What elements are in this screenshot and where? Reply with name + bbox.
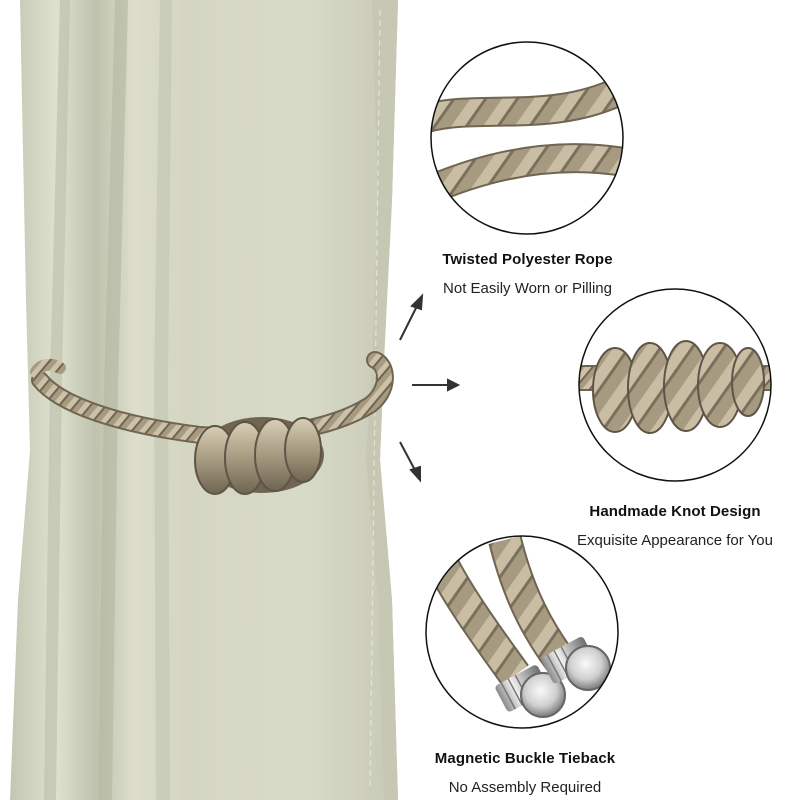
feature-caption-3: Magnetic Buckle Tieback No Assembly Requ… bbox=[410, 750, 640, 796]
arrow-up-right-icon bbox=[399, 293, 424, 341]
knot-closeup bbox=[578, 288, 772, 482]
rope-tieback bbox=[30, 351, 394, 495]
feature-title: Magnetic Buckle Tieback bbox=[434, 750, 616, 767]
feature-subtitle: Not Easily Worn or Pilling bbox=[443, 280, 612, 297]
arrow-down-right-icon bbox=[399, 441, 421, 483]
feature-title: Twisted Polyester Rope bbox=[442, 251, 613, 268]
arrows bbox=[399, 293, 461, 483]
twisted-rope-closeup bbox=[430, 41, 624, 235]
feature-subtitle: No Assembly Required bbox=[448, 779, 602, 796]
feature-caption-2: Handmade Knot Design Exquisite Appearanc… bbox=[560, 503, 790, 549]
arrow-right-icon bbox=[412, 378, 461, 392]
feature-title: Handmade Knot Design bbox=[589, 503, 761, 520]
rope-knot bbox=[194, 417, 324, 495]
feature-subtitle: Exquisite Appearance for You bbox=[577, 532, 773, 549]
magnetic-buckle-closeup bbox=[425, 535, 619, 729]
feature-caption-1: Twisted Polyester Rope Not Easily Worn o… bbox=[415, 251, 640, 297]
